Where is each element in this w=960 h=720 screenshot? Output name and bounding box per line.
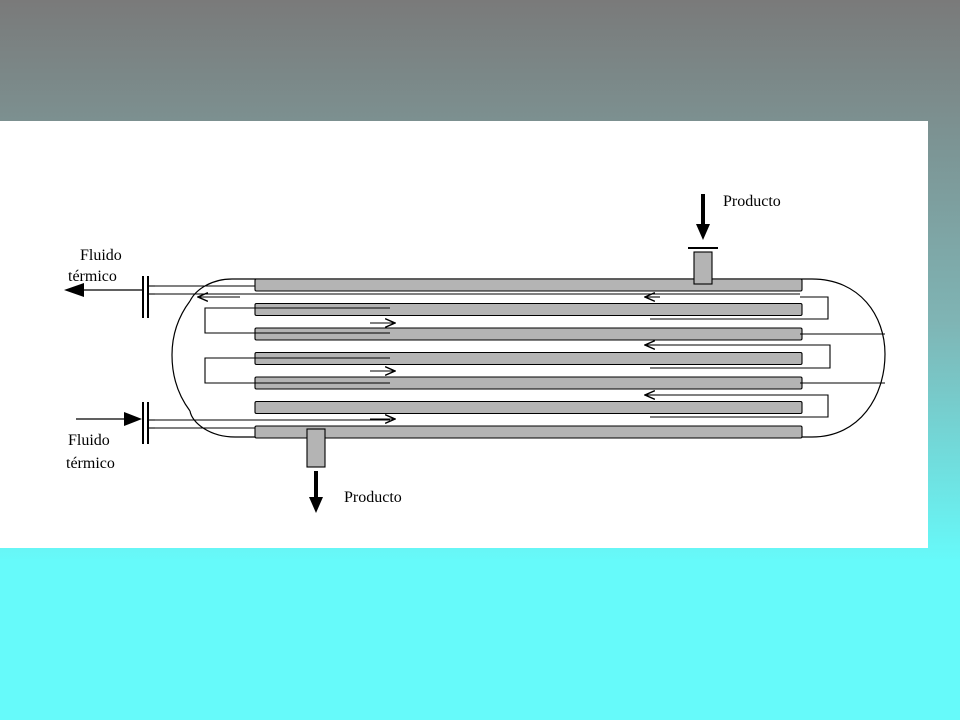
diagram-panel: Producto Producto Fluido térmico Fluido … xyxy=(0,121,928,548)
tube xyxy=(254,327,803,341)
label-thermal-fluid-in-1: Fluido xyxy=(68,432,110,449)
tube xyxy=(254,302,803,317)
label-thermal-fluid-in-2: térmico xyxy=(66,455,115,472)
tube xyxy=(254,425,803,439)
label-product-in: Producto xyxy=(723,193,781,210)
shell-outline xyxy=(189,278,886,438)
tube xyxy=(254,278,803,292)
heat-exchanger-diagram: Producto Producto Fluido térmico Fluido … xyxy=(64,193,886,513)
product-outlet-nozzle xyxy=(306,428,326,513)
thermal-fluid-outlet xyxy=(64,276,155,318)
label-product-out: Producto xyxy=(344,489,402,506)
tube-bundle xyxy=(254,278,803,439)
product-inlet-nozzle xyxy=(688,194,718,285)
label-thermal-fluid-out-2: térmico xyxy=(68,268,117,285)
shell-left-head xyxy=(171,300,191,412)
label-thermal-fluid-out-1: Fluido xyxy=(80,247,122,264)
tube xyxy=(254,400,803,415)
flow-paths xyxy=(155,285,885,429)
flow-arrows xyxy=(198,297,660,419)
thermal-fluid-inlet xyxy=(76,402,155,444)
